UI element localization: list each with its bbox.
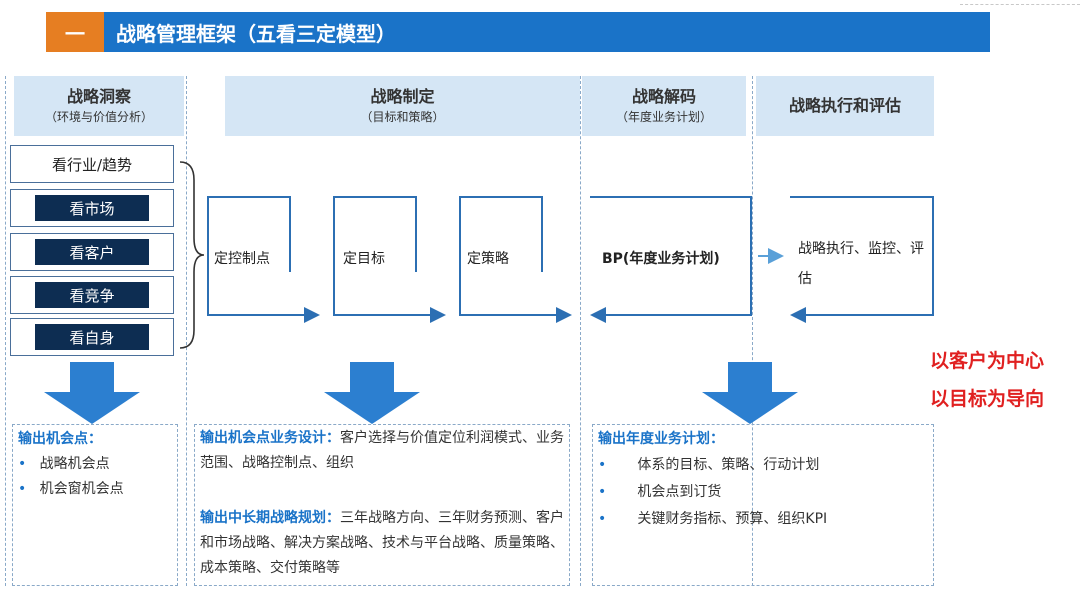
decision-control-point-rightline — [289, 196, 291, 272]
down-arrow-icon — [702, 362, 798, 424]
list-item: • 机会点到订货 — [598, 484, 722, 500]
slogan-customer-centric: 以客户为中心 — [930, 350, 1045, 372]
top-divider — [960, 4, 1080, 5]
look-label: 看市场 — [35, 195, 149, 221]
column-subtitle: （环境与价值分析） — [44, 110, 153, 124]
look-label: 看竞争 — [35, 282, 149, 308]
panel-title: 输出年度业务计划： — [598, 431, 724, 447]
list-item: • 战略机会点 — [18, 456, 110, 472]
slogan-goal-oriented: 以目标为导向 — [930, 388, 1045, 410]
column-title: 战略解码 — [631, 87, 696, 106]
column-subtitle: （目标和策略） — [360, 110, 445, 124]
down-arrow-icon — [44, 362, 140, 424]
execution-box — [790, 196, 934, 316]
column-header-insight: 战略洞察 （环境与价值分析） — [14, 76, 184, 136]
panel-list: • 体系的目标、策略、行动计划 • 机会点到订货 • 关键财务指标、预算、组织K… — [598, 452, 928, 533]
decision-goal-rightline — [415, 196, 417, 272]
column-header-decoding: 战略解码 （年度业务计划） — [582, 76, 746, 136]
look-label: 看行业/趋势 — [51, 155, 133, 174]
look-market-box: 看市场 — [10, 189, 174, 227]
look-customer-box: 看客户 — [10, 233, 174, 271]
panel-paragraph: 输出机会点业务设计：客户选择与价值定位利润模式、业务范围、战略控制点、组织 — [200, 430, 564, 471]
output-panel-decoding — [592, 424, 934, 586]
column-border — [186, 76, 187, 586]
look-industry-box: 看行业/趋势 — [10, 145, 174, 183]
panel-title: 输出机会点： — [18, 431, 102, 447]
decision-label: 定目标 — [343, 251, 385, 267]
decision-goal-box — [333, 196, 417, 316]
decision-control-point-box — [207, 196, 291, 316]
list-item: • 体系的目标、策略、行动计划 — [598, 457, 820, 473]
execution-label: 战略执行、监控、评估 — [798, 241, 924, 287]
decision-label: 定策略 — [467, 251, 509, 267]
column-border — [580, 76, 581, 586]
look-label: 看客户 — [35, 239, 149, 265]
title-bar — [46, 12, 990, 52]
decision-strategy-rightline — [541, 196, 543, 272]
column-subtitle: （年度业务计划） — [615, 110, 712, 124]
list-item: • 机会窗机会点 — [18, 481, 124, 497]
column-border — [752, 76, 753, 586]
decision-label: 定控制点 — [214, 251, 270, 267]
column-title: 战略制定 — [370, 87, 435, 106]
list-item: • 关键财务指标、预算、组织KPI — [598, 511, 828, 527]
title-number-badge: 一 — [46, 12, 104, 52]
column-header-execution: 战略执行和评估 — [756, 76, 934, 136]
column-header-formulation: 战略制定 （目标和策略） — [225, 76, 580, 136]
brace-icon — [179, 161, 205, 349]
output-panel-formulation — [194, 424, 570, 586]
column-title: 战略执行和评估 — [788, 96, 901, 115]
column-title: 战略洞察 — [66, 87, 131, 106]
column-border — [5, 76, 6, 586]
panel-paragraph: 输出中长期战略规划：三年战略方向、三年财务预测、客户和市场战略、解决方案战略、技… — [200, 510, 564, 576]
look-label: 看自身 — [35, 324, 149, 350]
decision-strategy-box — [459, 196, 543, 316]
look-competition-box: 看竞争 — [10, 276, 174, 314]
down-arrow-icon — [324, 362, 420, 424]
flow-arrows — [208, 248, 934, 323]
output-panel-insight — [12, 424, 178, 586]
bp-label: BP(年度业务计划) — [602, 251, 720, 267]
bp-box — [590, 196, 752, 316]
page-title: 战略管理框架（五看三定模型） — [116, 21, 396, 46]
panel-list: • 战略机会点 • 机会窗机会点 — [18, 452, 174, 502]
look-self-box: 看自身 — [10, 318, 174, 356]
